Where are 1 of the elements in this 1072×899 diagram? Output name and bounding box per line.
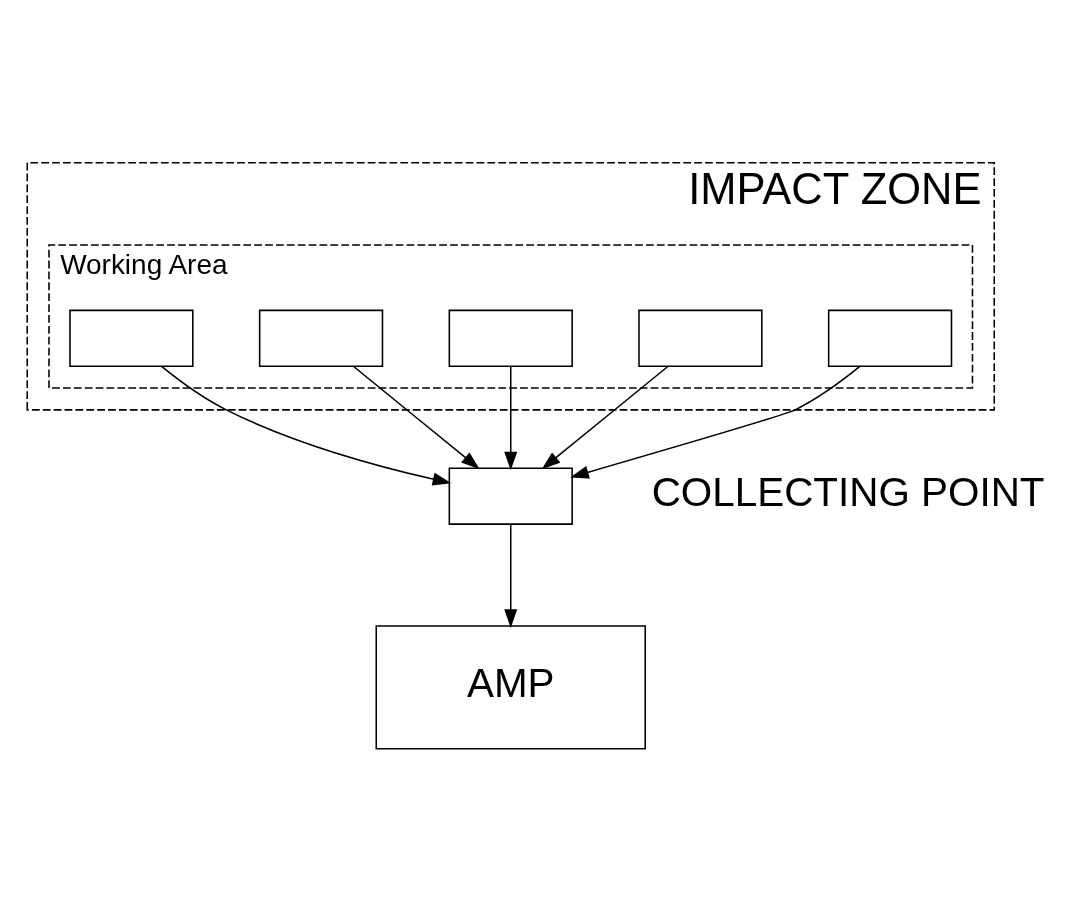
node-label: COLLECTING POINT — [651, 468, 1045, 515]
